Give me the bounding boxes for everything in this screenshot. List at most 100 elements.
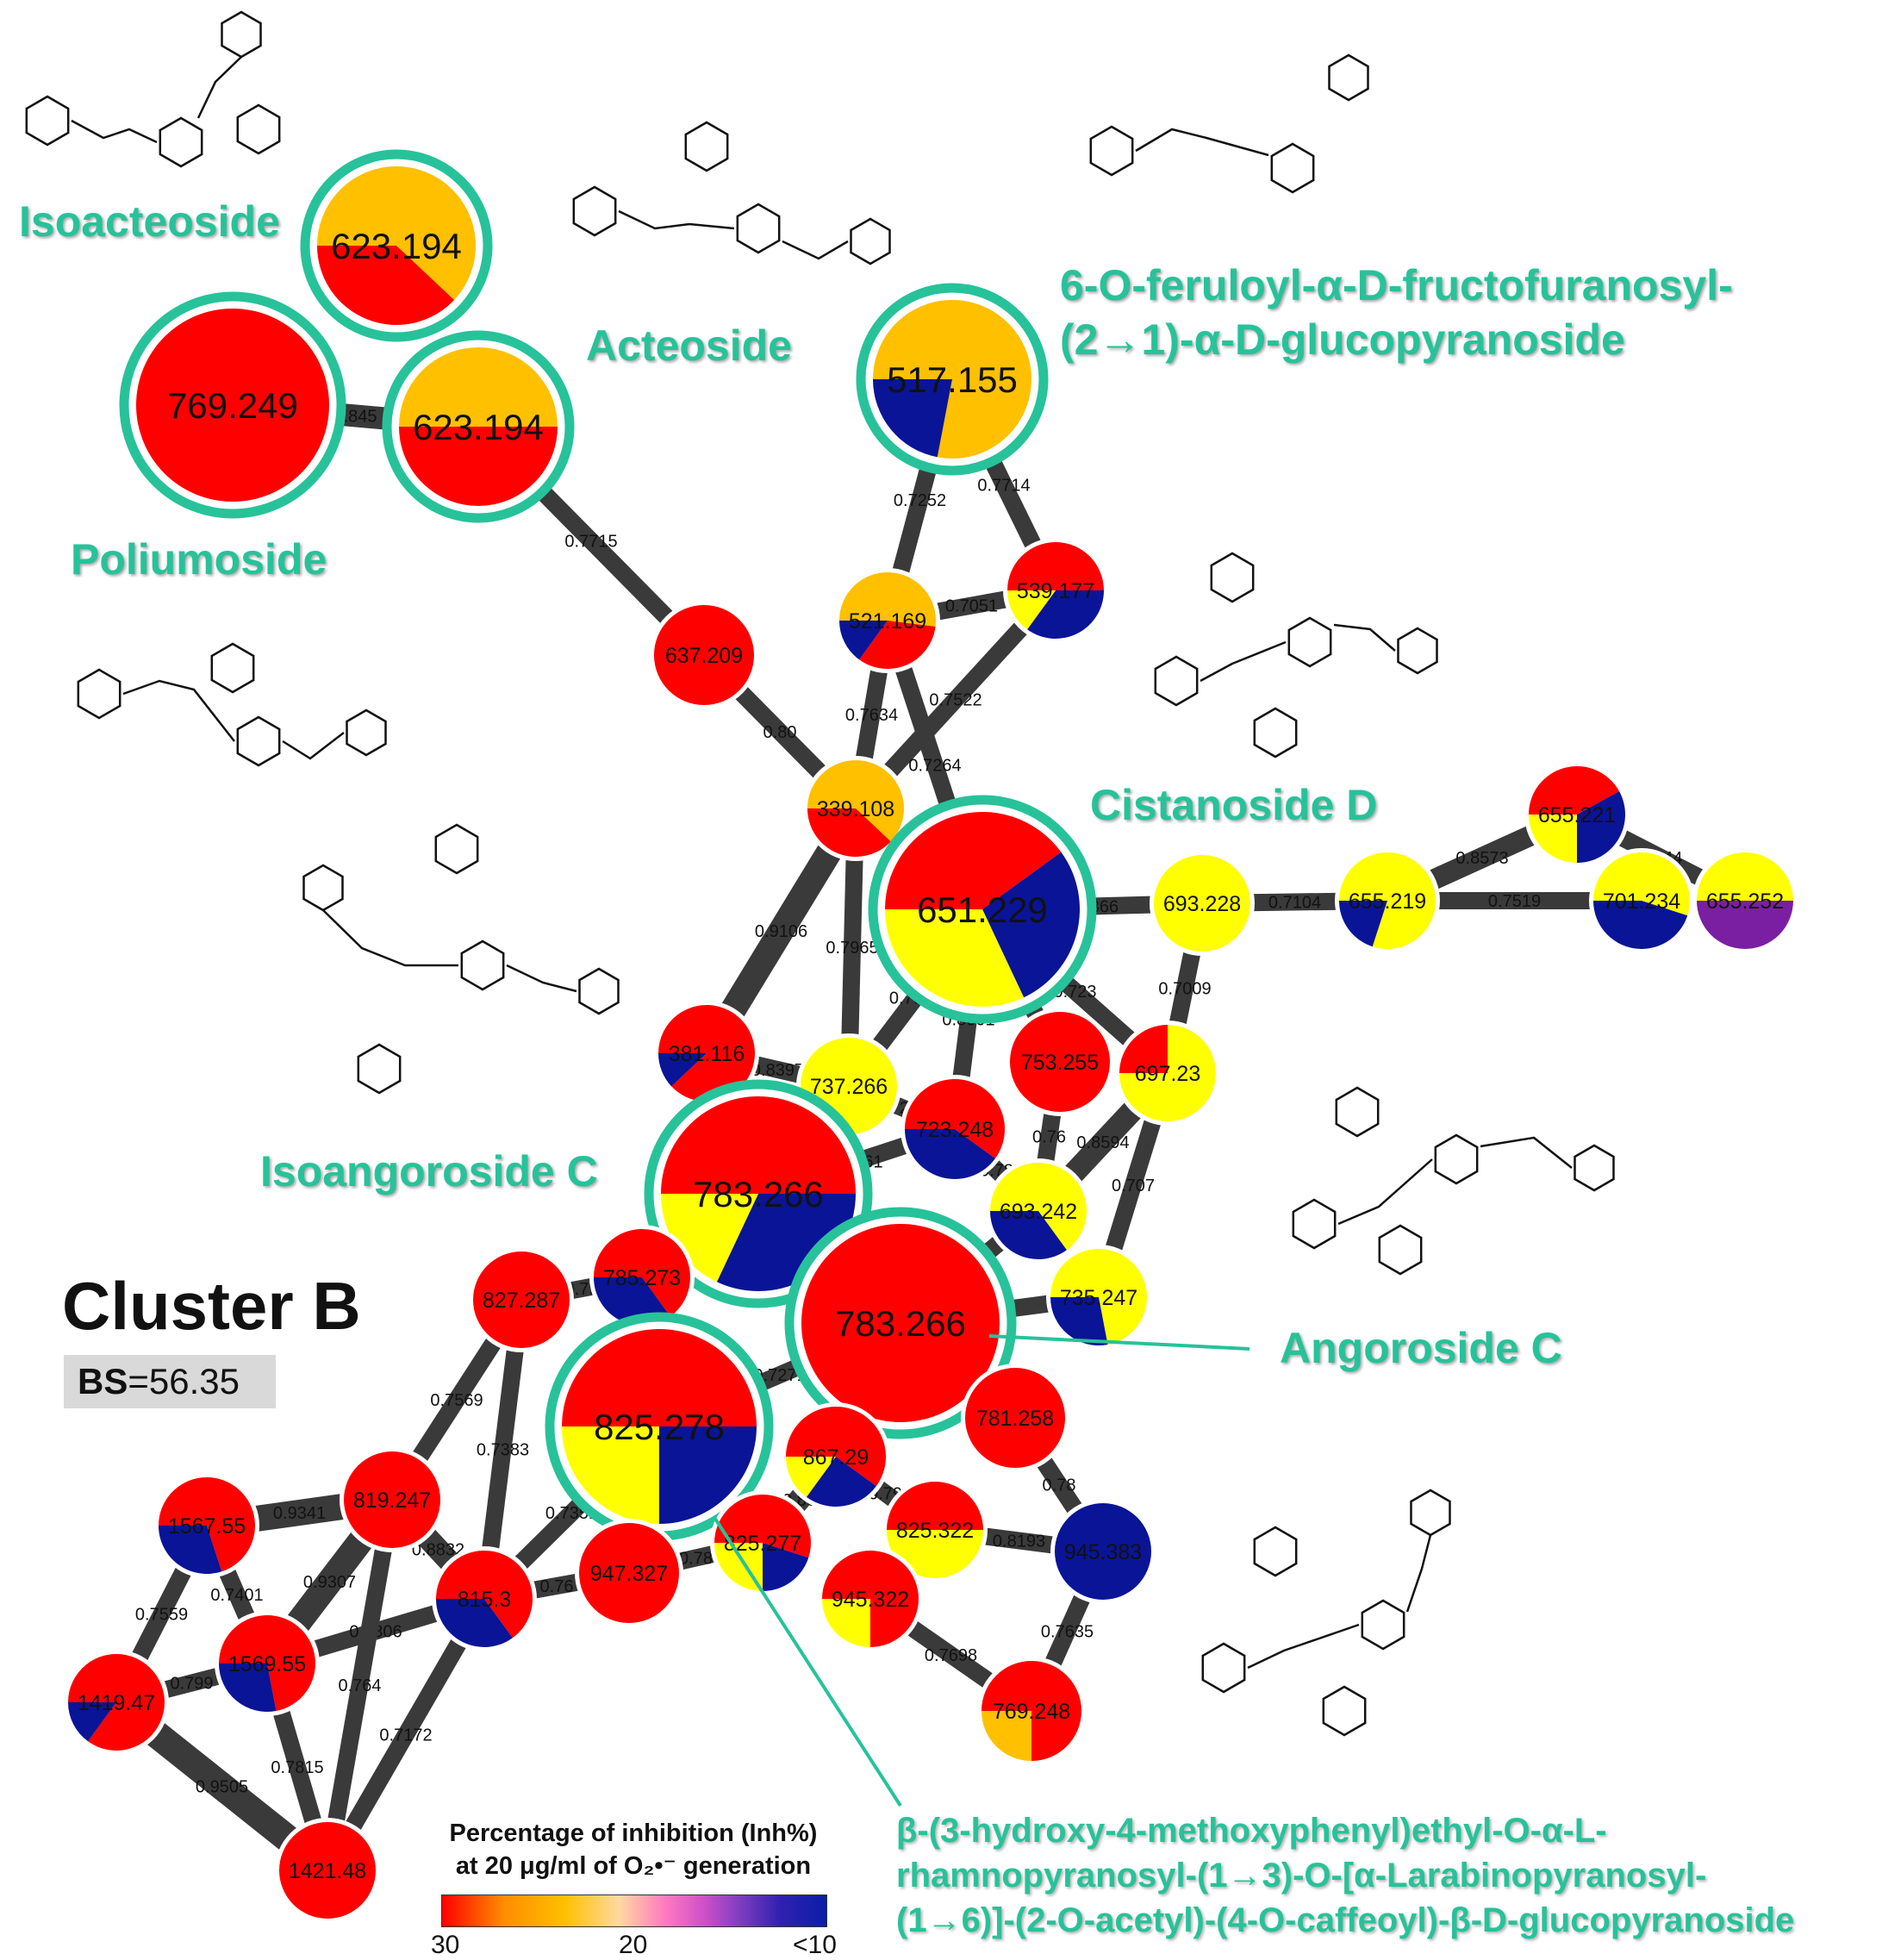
pie-slice	[658, 1005, 756, 1102]
structure-bond	[322, 909, 458, 967]
node-n945322[interactable]: 945.322	[818, 1546, 923, 1651]
pie-slice	[1593, 852, 1691, 916]
node-n693228[interactable]: 693.228	[1150, 851, 1255, 956]
structure-ring	[221, 10, 262, 59]
edge-weight-label: 0.707	[1112, 1177, 1155, 1195]
node-n655219[interactable]: 655.219	[1335, 848, 1440, 953]
pie-slice	[873, 379, 952, 458]
structure-ring	[346, 708, 387, 757]
node-n735[interactable]: 735.247	[1046, 1245, 1151, 1350]
node-n1421[interactable]: 1421.48	[275, 1818, 380, 1923]
structure-bond	[1200, 640, 1287, 683]
structure-bond	[122, 679, 235, 742]
pie-slice	[887, 1482, 983, 1530]
edge-weight-label: 0.764	[338, 1676, 381, 1695]
structure-ring	[1292, 1198, 1337, 1250]
node-n825278[interactable]: 825.278	[545, 1312, 774, 1541]
label-isoacteoside: Isoacteoside	[19, 197, 280, 246]
node-n693242[interactable]: 693.242	[986, 1158, 1091, 1264]
pie-slice	[1050, 1249, 1147, 1345]
pie-slice	[786, 1406, 886, 1487]
node-mz-label: 1567.55	[168, 1514, 246, 1539]
node-n825322[interactable]: 825.322	[882, 1477, 988, 1582]
node-n769248[interactable]: 769.248	[977, 1657, 1086, 1765]
node-n651[interactable]: 651.229	[868, 795, 1097, 1024]
node-n769249[interactable]: 769.249	[119, 291, 346, 519]
edge-weight-label: 0.80	[763, 723, 797, 742]
pie-slice	[1119, 1025, 1168, 1073]
label-isoangoroside-c: Isoangoroside C	[260, 1147, 598, 1195]
pie-slice	[1027, 590, 1104, 640]
pie-slice	[714, 1495, 811, 1558]
edge-weight-label: 0.76	[540, 1577, 574, 1596]
node-mz-label: 723.248	[916, 1118, 994, 1142]
structure-bond	[71, 119, 158, 144]
node-n825277[interactable]: 825.277	[710, 1490, 815, 1595]
pie-slice	[1154, 855, 1250, 952]
edge-weight-label: 0.8832	[412, 1541, 464, 1560]
legend-tick-20: 20	[619, 1931, 648, 1959]
node-n381[interactable]: 381.116	[654, 1001, 759, 1106]
pie-slice	[1593, 901, 1688, 949]
pie-slice	[763, 1543, 809, 1591]
edge-weight-label: 0.7635	[1041, 1623, 1094, 1642]
node-mz-label: 753.255	[1021, 1051, 1099, 1075]
node-n781[interactable]: 781.258	[961, 1364, 1069, 1472]
node-n1419[interactable]: 1419.47	[64, 1650, 169, 1755]
structure-ring	[1270, 142, 1315, 194]
node-mz-label: 781.258	[976, 1407, 1054, 1431]
pie-slice	[1119, 1025, 1216, 1121]
pie-slice	[436, 1551, 533, 1639]
node-n637[interactable]: 637.209	[650, 601, 758, 709]
node-n785[interactable]: 785.273	[589, 1225, 695, 1330]
node-n539[interactable]: 539.177	[1003, 538, 1108, 643]
node-n815[interactable]: 815.3	[432, 1546, 537, 1651]
pie-slice	[1697, 901, 1793, 949]
legend-ticks: 30 20 <10	[431, 1927, 837, 1959]
node-n723[interactable]: 723.248	[900, 1075, 1009, 1183]
node-mz-label: 735.247	[1060, 1286, 1137, 1310]
pie-slice	[658, 1053, 707, 1087]
pie-slice	[562, 1329, 757, 1426]
node-n867[interactable]: 867.29	[782, 1402, 890, 1511]
structure-ring	[1378, 1224, 1423, 1276]
pie-slice	[159, 1526, 222, 1574]
node-n827[interactable]: 827.287	[469, 1247, 574, 1352]
node-n947[interactable]: 947.327	[575, 1519, 683, 1627]
node-n819[interactable]: 819.247	[340, 1447, 445, 1552]
node-n339[interactable]: 339.108	[803, 756, 908, 861]
node-n1569[interactable]: 1569.55	[215, 1611, 320, 1716]
node-mz-label: 769.248	[993, 1700, 1070, 1724]
node-n655252[interactable]: 655.252	[1692, 848, 1798, 953]
structure-ring	[357, 1043, 402, 1095]
node-mz-label: 517.155	[887, 359, 1018, 400]
node-mz-label: 623.194	[413, 407, 544, 447]
node-n517[interactable]: 517.155	[856, 283, 1049, 476]
bs-value: =56.35	[128, 1361, 240, 1401]
structure-drawings	[25, 10, 1615, 1737]
node-n623b[interactable]: 623.194	[382, 330, 575, 523]
structure-ring	[1253, 707, 1298, 758]
node-n701[interactable]: 701.234	[1589, 848, 1694, 953]
structure-ring	[736, 203, 781, 254]
node-n623a[interactable]: 623.194	[300, 149, 493, 342]
edge-weight-label: 0.8397	[751, 1061, 804, 1080]
node-n753[interactable]: 753.255	[1006, 1008, 1114, 1116]
pie-slice	[982, 852, 1080, 998]
node-mz-label: 783.266	[835, 1303, 966, 1344]
pie-slice	[801, 1224, 1000, 1422]
label-feruloyl-line1: 6-O-feruloyl-α-D-fructofuranosyl-	[1060, 261, 1733, 309]
node-n1567[interactable]: 1567.55	[154, 1473, 259, 1578]
node-n945383[interactable]: 945.383	[1050, 1499, 1156, 1604]
node-n521[interactable]: 521.169	[835, 568, 940, 673]
pie-slice	[1529, 766, 1620, 815]
legend-title: Percentage of inhibition (Inh%) at 20 μg…	[431, 1817, 836, 1882]
pie-slice	[807, 760, 904, 842]
node-n783b[interactable]: 783.266	[784, 1207, 1017, 1439]
node-n697[interactable]: 697.23	[1115, 1021, 1220, 1126]
pie-slice	[885, 812, 1062, 909]
node-n655221[interactable]: 655.221	[1524, 762, 1630, 867]
structure-ring	[1335, 1086, 1380, 1138]
structure-ring	[1434, 1133, 1479, 1185]
label-long-name-line3: (1→6)]-(2-O-acetyl)-(4-O-caffeoyl)-β-D-g…	[896, 1901, 1795, 1939]
